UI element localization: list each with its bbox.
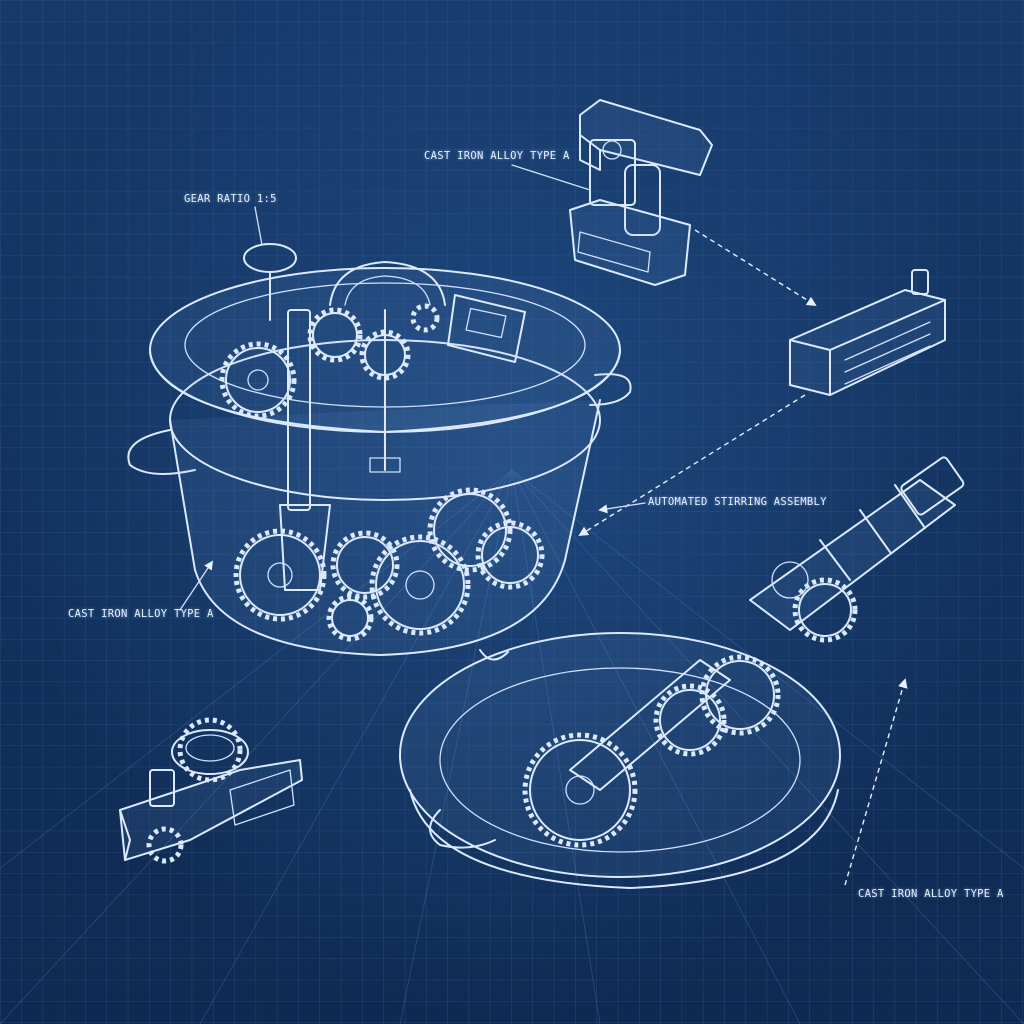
leader-gear-ratio <box>254 206 263 246</box>
label-alloy-left: CAST IRON ALLOY TYPE A <box>68 608 214 620</box>
label-stirring-assembly: AUTOMATED STIRRING ASSEMBLY <box>648 496 827 508</box>
label-alloy-top: CAST IRON ALLOY TYPE A <box>424 150 570 162</box>
dutch-oven-pot <box>127 243 632 656</box>
label-alloy-right: CAST IRON ALLOY TYPE A <box>858 888 1004 900</box>
leader-stirring <box>598 502 646 514</box>
leader-alloy-top <box>511 164 591 191</box>
callout-leaders <box>179 164 908 886</box>
arrow-right-to-pot <box>578 394 806 537</box>
skillet <box>399 456 965 889</box>
actuator-module-right <box>789 269 946 396</box>
arrow-top-to-right <box>694 229 817 307</box>
label-gear-ratio: GEAR RATIO 1:5 <box>184 193 277 205</box>
clamp-module <box>119 717 303 864</box>
leader-alloy-left <box>179 560 214 611</box>
motor-module-top <box>569 99 713 286</box>
